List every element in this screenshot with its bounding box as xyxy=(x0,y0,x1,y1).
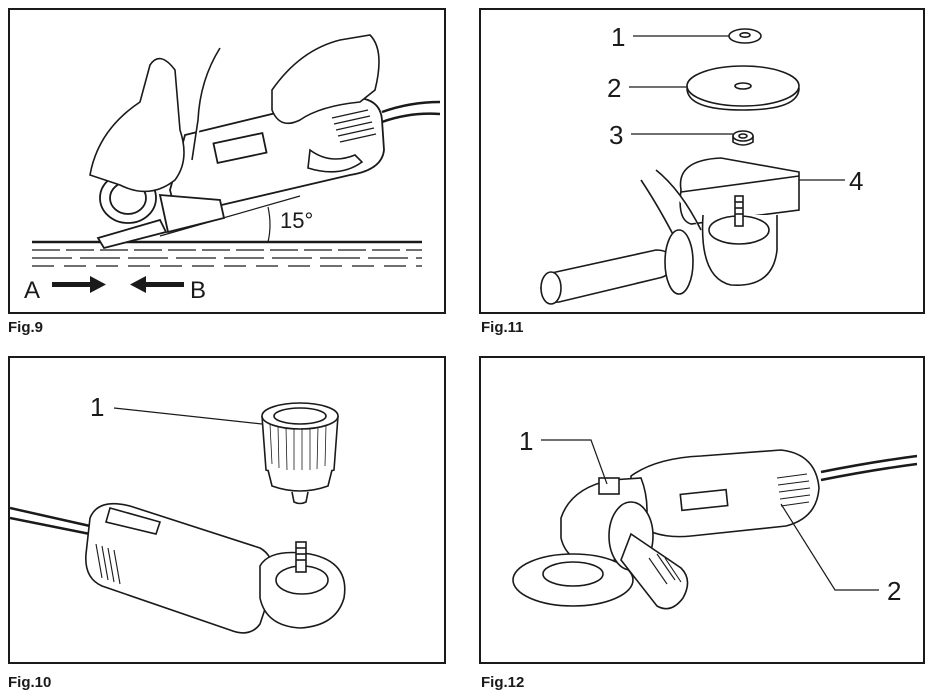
figure-11-illustration: 1 2 3 4 xyxy=(540,22,863,305)
figure-9-illustration: 15° A B xyxy=(24,34,441,304)
figure-11-panel: 1 2 3 4 xyxy=(479,8,925,314)
leader-lines xyxy=(541,439,879,591)
callout-3: 3 xyxy=(609,120,623,150)
tool-head xyxy=(640,169,778,286)
callout-1: 1 xyxy=(90,392,104,422)
figure-12-illustration: 1 2 xyxy=(512,426,918,610)
grinding-wheel xyxy=(512,553,634,607)
power-cord xyxy=(820,454,918,474)
figure-caption: Fig.12 xyxy=(481,674,525,691)
angle-arc xyxy=(267,206,271,243)
callout-1: 1 xyxy=(611,22,625,52)
direction-label-a: A xyxy=(24,277,40,304)
cup-brush xyxy=(261,402,339,505)
side-handle xyxy=(608,501,689,610)
motor-housing xyxy=(630,449,820,538)
figure-caption: Fig.9 xyxy=(8,319,44,336)
callout-2: 2 xyxy=(607,73,621,103)
callout-2: 2 xyxy=(887,576,901,606)
figure-10-panel: 1 xyxy=(8,356,446,664)
operator-hands xyxy=(89,34,380,193)
direction-label-b: B xyxy=(190,277,206,304)
angle-label: 15° xyxy=(280,208,313,233)
callout-1: 1 xyxy=(519,426,533,456)
grinding-wheel xyxy=(686,65,800,111)
figure-caption: Fig.11 xyxy=(481,319,524,336)
figure-caption: Fig.10 xyxy=(8,674,52,691)
angle-reference-line xyxy=(159,195,301,237)
figure-12-panel: 1 2 xyxy=(479,356,925,664)
inner-flange xyxy=(732,130,754,146)
figure-10-illustration: 1 xyxy=(10,392,346,634)
lock-nut xyxy=(728,28,762,44)
callout-4: 4 xyxy=(849,166,863,196)
grinder-tool xyxy=(10,502,346,634)
wheel-guard xyxy=(679,157,800,225)
direction-arrows xyxy=(52,276,184,293)
workpiece-surface xyxy=(32,240,422,267)
figure-9-panel: 15° A B xyxy=(8,8,446,314)
leader-lines xyxy=(629,35,845,181)
side-handle xyxy=(540,229,694,305)
leader-line xyxy=(113,407,263,425)
